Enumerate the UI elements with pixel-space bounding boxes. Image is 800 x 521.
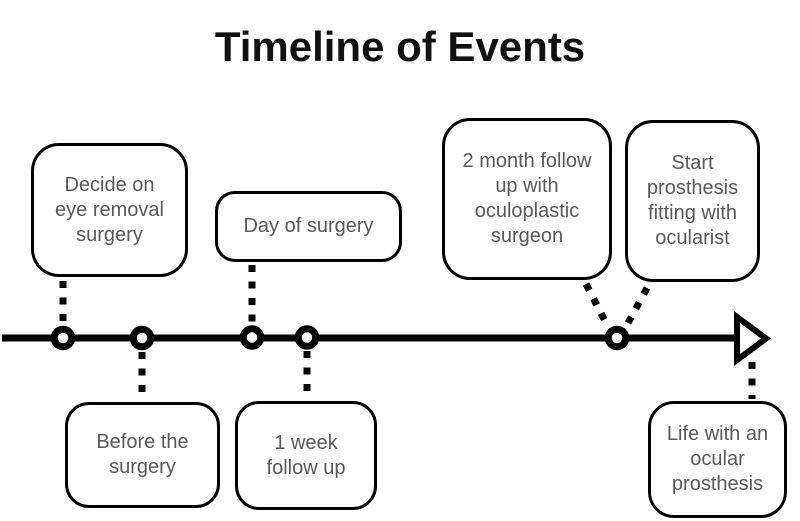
event-label-line: up with [495,175,559,197]
event-label-line: ocularist [655,227,730,249]
event-label-line: prosthesis [646,177,739,199]
event-label-line: prosthesis [671,473,764,495]
event-label-line: oculoplastic [474,200,580,222]
arrowhead-icon [734,311,772,366]
event-label-line: surgery [109,456,176,478]
event-box-before-the-surgery: Before the surgery [65,402,220,508]
event-label-line: follow up [266,456,346,479]
event-box-life-with-ocular-prosthesis: Life with an ocular prosthesis [648,401,787,518]
event-box-day-of-surgery: Day of surgery [215,191,402,262]
event-label-line: ocular [690,448,745,470]
event-label-line: fitting with [648,202,737,224]
timeline-node-3 [239,325,265,350]
event-label-line: Start [671,152,714,174]
event-box-2-month-follow-up: 2 month follow up with oculoplastic surg… [442,118,612,280]
event-label-line: 2 month follow [462,150,592,172]
event-box-decide-on-eye-removal-surgery: Decide on eye removal surgery [31,143,188,277]
event-label-line: Before the [96,431,189,453]
connector-2month [582,282,610,325]
timeline-node-5 [604,325,630,351]
event-label-line: surgeon [490,225,564,247]
event-label-line: Day of surgery [243,215,374,237]
event-label-line: Decide on [64,173,155,196]
event-label-line: 1 week [274,431,338,454]
timeline-node-1 [50,325,76,351]
event-label-line: Life with an [666,423,769,445]
connector-start [624,286,651,325]
event-box-1-week-follow-up: 1 week follow up [235,401,377,510]
event-box-start-prosthesis-fitting: Start prosthesis fitting with ocularist [625,120,760,282]
timeline-node-4 [294,325,320,350]
timeline-node-2 [129,325,155,351]
page-title: Timeline of Events [214,23,586,70]
event-label-line: eye removal [55,198,164,221]
event-label-line: surgery [76,223,143,246]
